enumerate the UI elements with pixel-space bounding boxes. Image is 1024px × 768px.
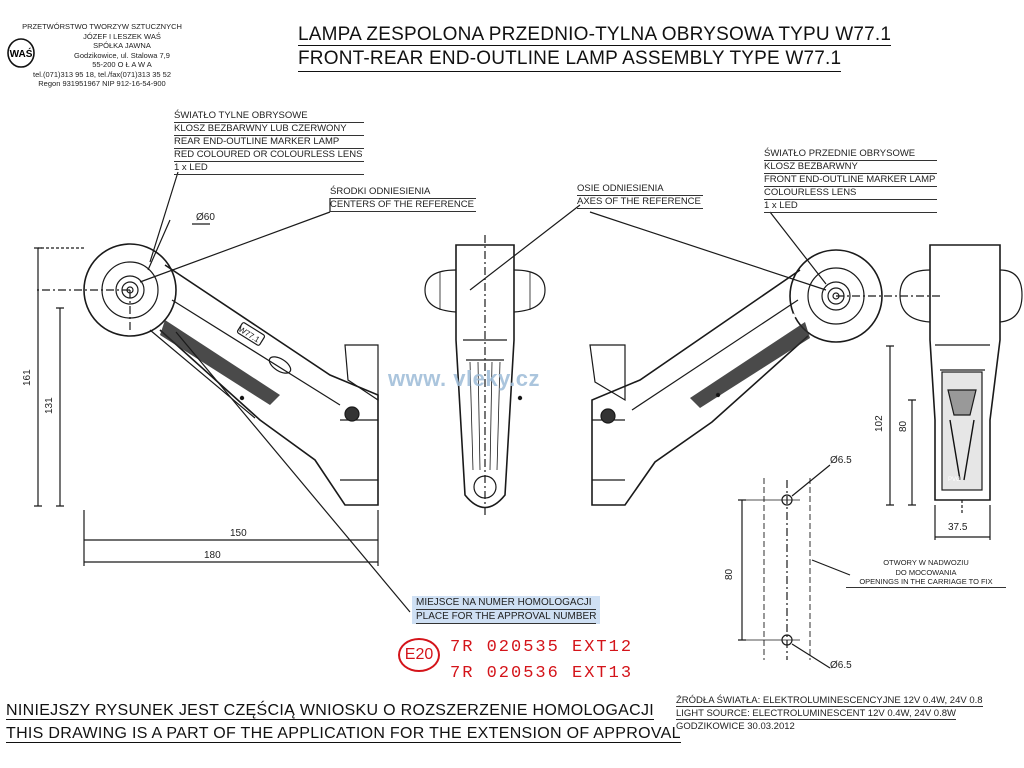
company-line-2: JÓZEF I LESZEK WAŚ <box>83 31 161 41</box>
axes-note: OSIE ODNIESIENIA AXES OF THE REFERENCE <box>577 183 703 209</box>
dim-hole-spacing: 80 <box>724 568 735 580</box>
company-line-6: tel.(071)313 95 18, tel./fax(071)313 35 … <box>32 69 171 79</box>
title-en: FRONT-REAR END-OUTLINE LAMP ASSEMBLY TYP… <box>298 48 842 72</box>
rear-lamp-note: ŚWIATŁO TYLNE OBRYSOWE KLOSZ BEZBARWNY L… <box>174 110 365 175</box>
company-line-3: SPÓŁKA JAWNA <box>93 41 151 50</box>
dim-width-total: 180 <box>204 550 221 561</box>
company-logo-icon: WAŚ <box>7 38 35 68</box>
footer-en: THIS DRAWING IS A PART OF THE APPLICATIO… <box>6 725 681 743</box>
light-source-pl: ŹRÓDŁA ŚWIATŁA: ELEKTROLUMINESCENCYJNE 1… <box>676 695 983 707</box>
dim-hole-top: Ø6.5 <box>830 455 852 466</box>
light-source-info: ŹRÓDŁA ŚWIATŁA: ELEKTROLUMINESCENCYJNE 1… <box>676 694 983 733</box>
light-source-en: LIGHT SOURCE: ELECTROLUMINESCENT 12V 0.4… <box>676 708 956 720</box>
dim-width-inner: 150 <box>230 528 247 539</box>
company-line-5: 55-200 O Ł A W A <box>92 60 152 69</box>
title-pl: LAMPA ZESPOLONA PRZEDNIO-TYLNA OBRYSOWA … <box>298 24 892 46</box>
homologation-note: MIEJSCE NA NUMER HOMOLOGACJI PLACE FOR T… <box>412 596 601 624</box>
front-lamp-ribs <box>690 313 810 408</box>
side-view <box>886 244 1023 540</box>
company-line-7: Regon 931951967 NIP 912-16-54-900 <box>38 79 166 88</box>
openings-note: OTWORY W NADWOZIU DO MOCOWANIA OPENINGS … <box>846 558 1006 588</box>
approval-line-2: 7R 020536 EXT13 <box>450 664 634 683</box>
dim-height-inner: 131 <box>44 397 55 414</box>
side-label: PVG <box>948 477 961 483</box>
rear-lamp-view <box>34 171 411 613</box>
drawing-date: GODZIKOWICE 30.03.2012 <box>676 721 795 732</box>
centers-note: ŚRODKI ODNIESIENIA CENTERS OF THE REFERE… <box>330 186 476 212</box>
dim-side-height-inner: 80 <box>898 420 909 432</box>
mounting-holes-detail <box>738 464 851 669</box>
dim-hole-bottom: Ø6.5 <box>830 660 852 671</box>
front-view <box>424 204 581 515</box>
approval-line-1: 7R 020535 EXT12 <box>450 638 634 657</box>
logo-text: WAŚ <box>10 47 33 60</box>
approval-e-mark: E20 <box>398 638 440 672</box>
rear-lamp-ribs <box>160 311 280 405</box>
dim-side-height-total: 102 <box>874 415 885 432</box>
footer-pl: NINIEJSZY RYSUNEK JEST CZĘŚCIĄ WNIOSKU O… <box>6 702 655 720</box>
dim-lens-diameter: Ø60 <box>196 212 215 223</box>
dim-side-width: 37.5 <box>948 522 968 533</box>
dim-height-total: 161 <box>22 369 33 386</box>
front-lamp-note: ŚWIATŁO PRZEDNIE OBRYSOWE KLOSZ BEZBARWN… <box>764 148 938 213</box>
company-line-4: Godzikowice, ul. Stalowa 7,9 <box>74 50 170 60</box>
company-line-1: PRZETWÓRSTWO TWORZYW SZTUCZNYCH <box>22 22 182 31</box>
watermark: www. vleky.cz <box>388 366 541 391</box>
company-info: PRZETWÓRSTWO TWORZYW SZTUCZNYCH JÓZEF I … <box>4 22 200 89</box>
front-lamp-view <box>589 211 940 506</box>
